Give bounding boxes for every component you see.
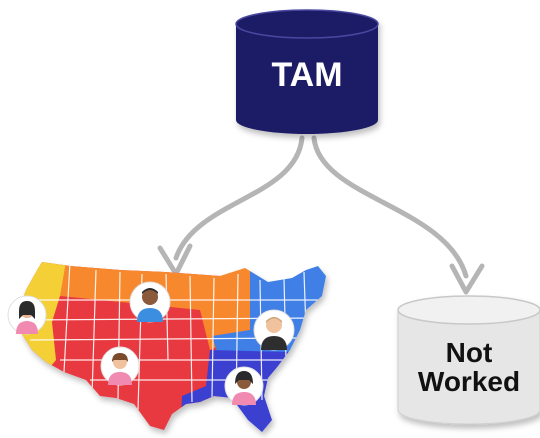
person-icon-north [129,281,171,323]
arrow-tam-to-not-worked [311,135,485,295]
not-worked-label-line2: Worked [417,366,521,398]
not-worked-label-line1: Not [445,337,493,368]
us-regions-map [18,262,326,432]
not-worked-label: Not Worked [398,338,540,397]
person-icon-southeast [224,366,264,406]
person-icon-west [7,295,47,335]
person-icon-southwest [100,346,140,386]
tam-label: TAM [271,56,343,94]
not-worked-database-icon [397,295,540,425]
person-icon-east [253,309,295,351]
arrow-tam-to-map [157,135,305,277]
tam-database-icon [235,9,379,134]
